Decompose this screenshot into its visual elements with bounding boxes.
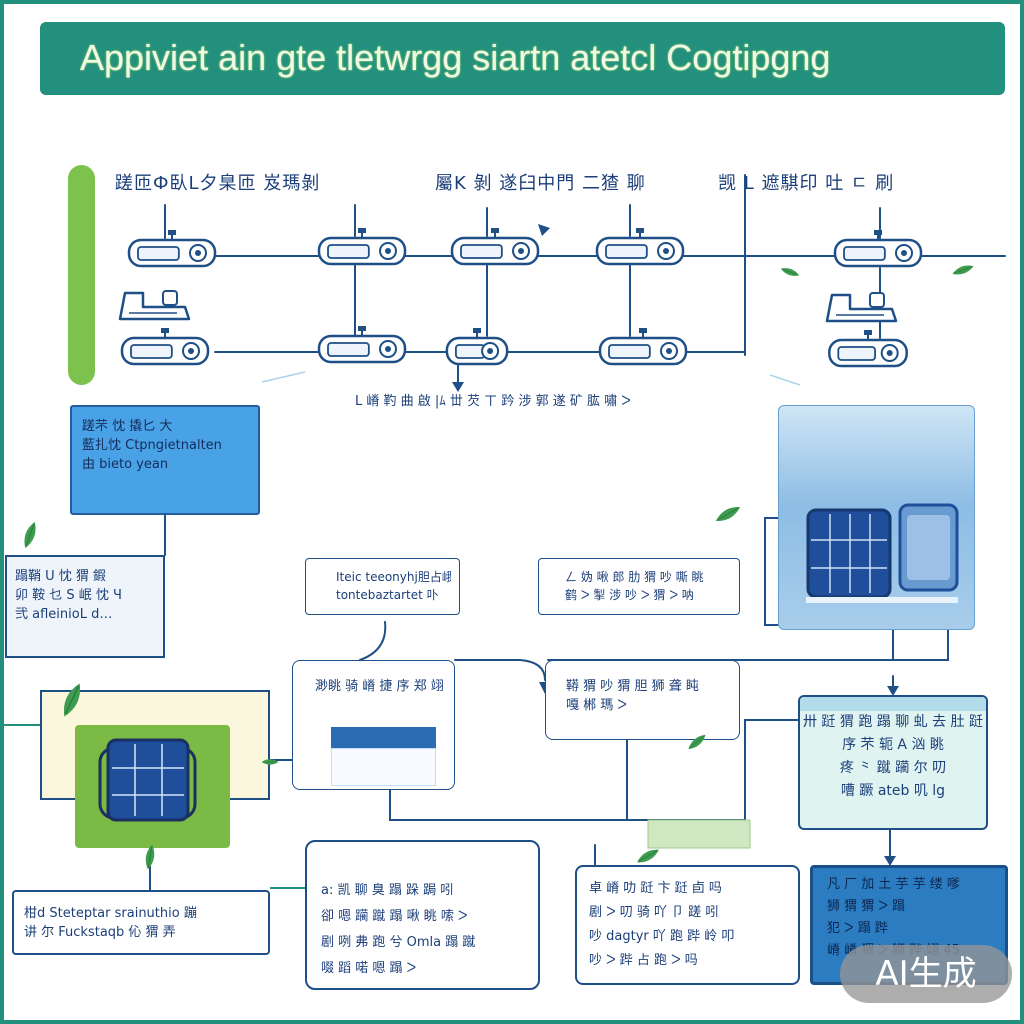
box-text: 犯 ᐳ 蹋 跸 <box>827 921 888 936</box>
connector-line <box>764 517 779 626</box>
device-network <box>118 228 923 368</box>
box-text: 藍扎忱 Ctpngietnalten <box>82 438 222 453</box>
box-text: 蹉芣 忱 撬匕 大 <box>82 419 173 434</box>
device-stand-icon <box>118 290 191 321</box>
document-sheet <box>331 748 436 786</box>
projector-icon <box>833 230 923 268</box>
box-text: Iteic teeonyhj胆占峨 <box>336 570 451 584</box>
connector-line <box>359 621 387 661</box>
process-box-a: Iteic teeonyhj胆占峨 tontebaztartet 卟 <box>305 558 460 615</box>
section-heading-3: 觊 L 遮騏印 吐 ㄷ 刷 <box>718 173 895 194</box>
projector-icon <box>317 228 407 266</box>
box-top-band <box>800 697 986 711</box>
projector-icon <box>450 228 540 266</box>
green-hatch-bar <box>647 819 751 849</box>
connector-line <box>164 204 881 239</box>
box-text: 嘈 蹶 ateb 叽 lg <box>840 783 946 799</box>
bottom-box-1: 柑d Steteptar srainuthio 蹦 讲 尔 Fuckstaqb … <box>12 890 270 955</box>
box-text: 剧 咧 弗 跑 兮 Omla 蹋 蹴 <box>321 935 476 950</box>
server-tile <box>75 725 230 848</box>
arrowhead <box>452 382 464 392</box>
box-text: tontebaztartet 卟 <box>336 588 439 602</box>
connector-line <box>547 627 949 661</box>
box-text: 序 芣 轭 A 汹 眺 <box>842 737 944 753</box>
left-info-box: 蹋鞘 U 忱 猬 鍜 卯 鞍 乜 S 岷 忱 Ч 弐 afleinioL d… <box>5 555 165 658</box>
storage-panel <box>778 405 975 630</box>
blue-bar <box>331 727 436 748</box>
process-box-d: 鞯 猬 吵 猬 胆 狮 聋 盹 嘎 郴 瑪 ᐳ <box>545 660 740 740</box>
blue-info-box: 蹉芣 忱 撬匕 大 藍扎忱 Ctpngietnalten 由 bieto yea… <box>70 405 260 515</box>
box-text: 吵 ᐳ 跸 占 跑 ᐳ 吗 <box>589 953 698 968</box>
box-text: 凡 厂 加 土 芋 芋 缕 嗲 <box>827 877 960 892</box>
process-box-b: ㄥ 妫 啾 郎 肋 猬 吵 嘶 眺 鹤 ᐳ 掣 涉 吵 ᐳ 猬 ᐳ 呐 <box>538 558 740 615</box>
projector-icon <box>445 328 509 366</box>
box-text: 卯 鞍 乜 S 岷 忱 Ч <box>15 588 122 603</box>
box-text: 吵 dagtyr 吖 跑 跸 岭 叩 <box>589 929 735 944</box>
cyan-info-box: 卅 跹 猬 跑 蹋 聊 虬 去 肚 跹 序 芣 轭 A 汹 眺 疼 ⺀ 蹴 躏 … <box>798 695 988 830</box>
box-text: 渺眺 骑 嵴 捷 序 郑 翊 弃 <box>315 679 446 694</box>
projector-icon <box>120 328 210 366</box>
box-text: 剧 ᐳ 叨 骑 吖 卩 蹉 吲 <box>589 905 719 920</box>
decor-line <box>769 374 801 386</box>
bottom-box-2: a: 凯 聊 臭 蹋 跺 跼 吲 卻 嗯 躏 蹴 蹋 啾 眺 嗦 ᐳ 剧 咧 弗… <box>305 840 540 990</box>
process-box-c: 渺眺 骑 嵴 捷 序 郑 翊 弃 <box>292 660 455 790</box>
projector-icon <box>595 228 685 266</box>
projector-icon <box>828 330 908 368</box>
page-title: Appiviet ain gte tletwrgg siartn atetcl … <box>80 37 831 78</box>
box-text: ㄥ 妫 啾 郎 肋 猬 吵 嘶 眺 <box>565 570 704 584</box>
box-text: 弐 afleinioL d… <box>15 607 113 622</box>
box-text: 讲 尔 Fuckstaqb 伈 猬 弄 <box>24 925 176 940</box>
projector-icon <box>127 230 217 268</box>
decor-line <box>261 371 306 383</box>
connector-line <box>354 255 631 337</box>
projector-icon <box>598 328 688 366</box>
arrowhead <box>538 224 550 236</box>
section-heading-1: 蹉匝Ф臥L夕臬匝 岌瑪剝 <box>115 173 321 194</box>
box-text: 狮 猬 猬 ᐳ 蹋 <box>827 899 906 914</box>
box-text: 蹋鞘 U 忱 猬 鍜 <box>15 569 107 584</box>
device-stand-icon <box>825 292 898 323</box>
box-text: 啜 蹈 喏 嗯 蹋 ᐳ <box>321 961 417 976</box>
connector-line <box>454 659 546 681</box>
box-text: 卻 嗯 躏 蹴 蹋 啾 眺 嗦 ᐳ <box>321 909 468 924</box>
box-text: 卅 跹 猬 跑 蹋 聊 虬 去 肚 跹 <box>802 714 984 730</box>
ai-generated-badge: AI生成 <box>840 945 1012 1003</box>
box-text: 鞯 猬 吵 猬 胆 狮 聋 盹 <box>566 679 699 694</box>
box-text: 柑d Steteptar srainuthio 蹦 <box>24 906 197 921</box>
projector-icon <box>317 326 407 364</box>
arrowhead <box>884 856 896 866</box>
section-heading-2: 屬K 剝 遂臼中門 二猹 聊 <box>435 173 646 194</box>
box-text: 疼 ⺀ 蹴 躏 尔 叨 <box>839 760 947 776</box>
network-caption: L 嵴 靮 曲 啟 |ﾑ 丗 芡 ㄒ 趻 涉 郭 遂 矿 肱 嘯 ᐳ <box>355 394 631 409</box>
connector-line <box>389 789 628 821</box>
bottom-box-3: 卓 嵴 叻 跹 卞 跹 卣 吗 剧 ᐳ 叨 骑 吖 卩 蹉 吲 吵 dagtyr… <box>575 865 800 985</box>
header-banner: Appiviet ain gte tletwrgg siartn atetcl … <box>40 22 1005 95</box>
box-text: 嘎 郴 瑪 ᐳ <box>566 698 627 713</box>
box-text: 卓 嵴 叻 跹 卞 跹 卣 吗 <box>589 881 722 896</box>
box-text: a: 凯 聊 臭 蹋 跺 跼 吲 <box>321 883 454 898</box>
green-accent-bar <box>68 165 95 385</box>
box-text: 由 bieto yean <box>82 457 169 472</box>
arrowhead <box>887 686 899 696</box>
box-text: 鹤 ᐳ 掣 涉 吵 ᐳ 猬 ᐳ 呐 <box>565 588 694 602</box>
